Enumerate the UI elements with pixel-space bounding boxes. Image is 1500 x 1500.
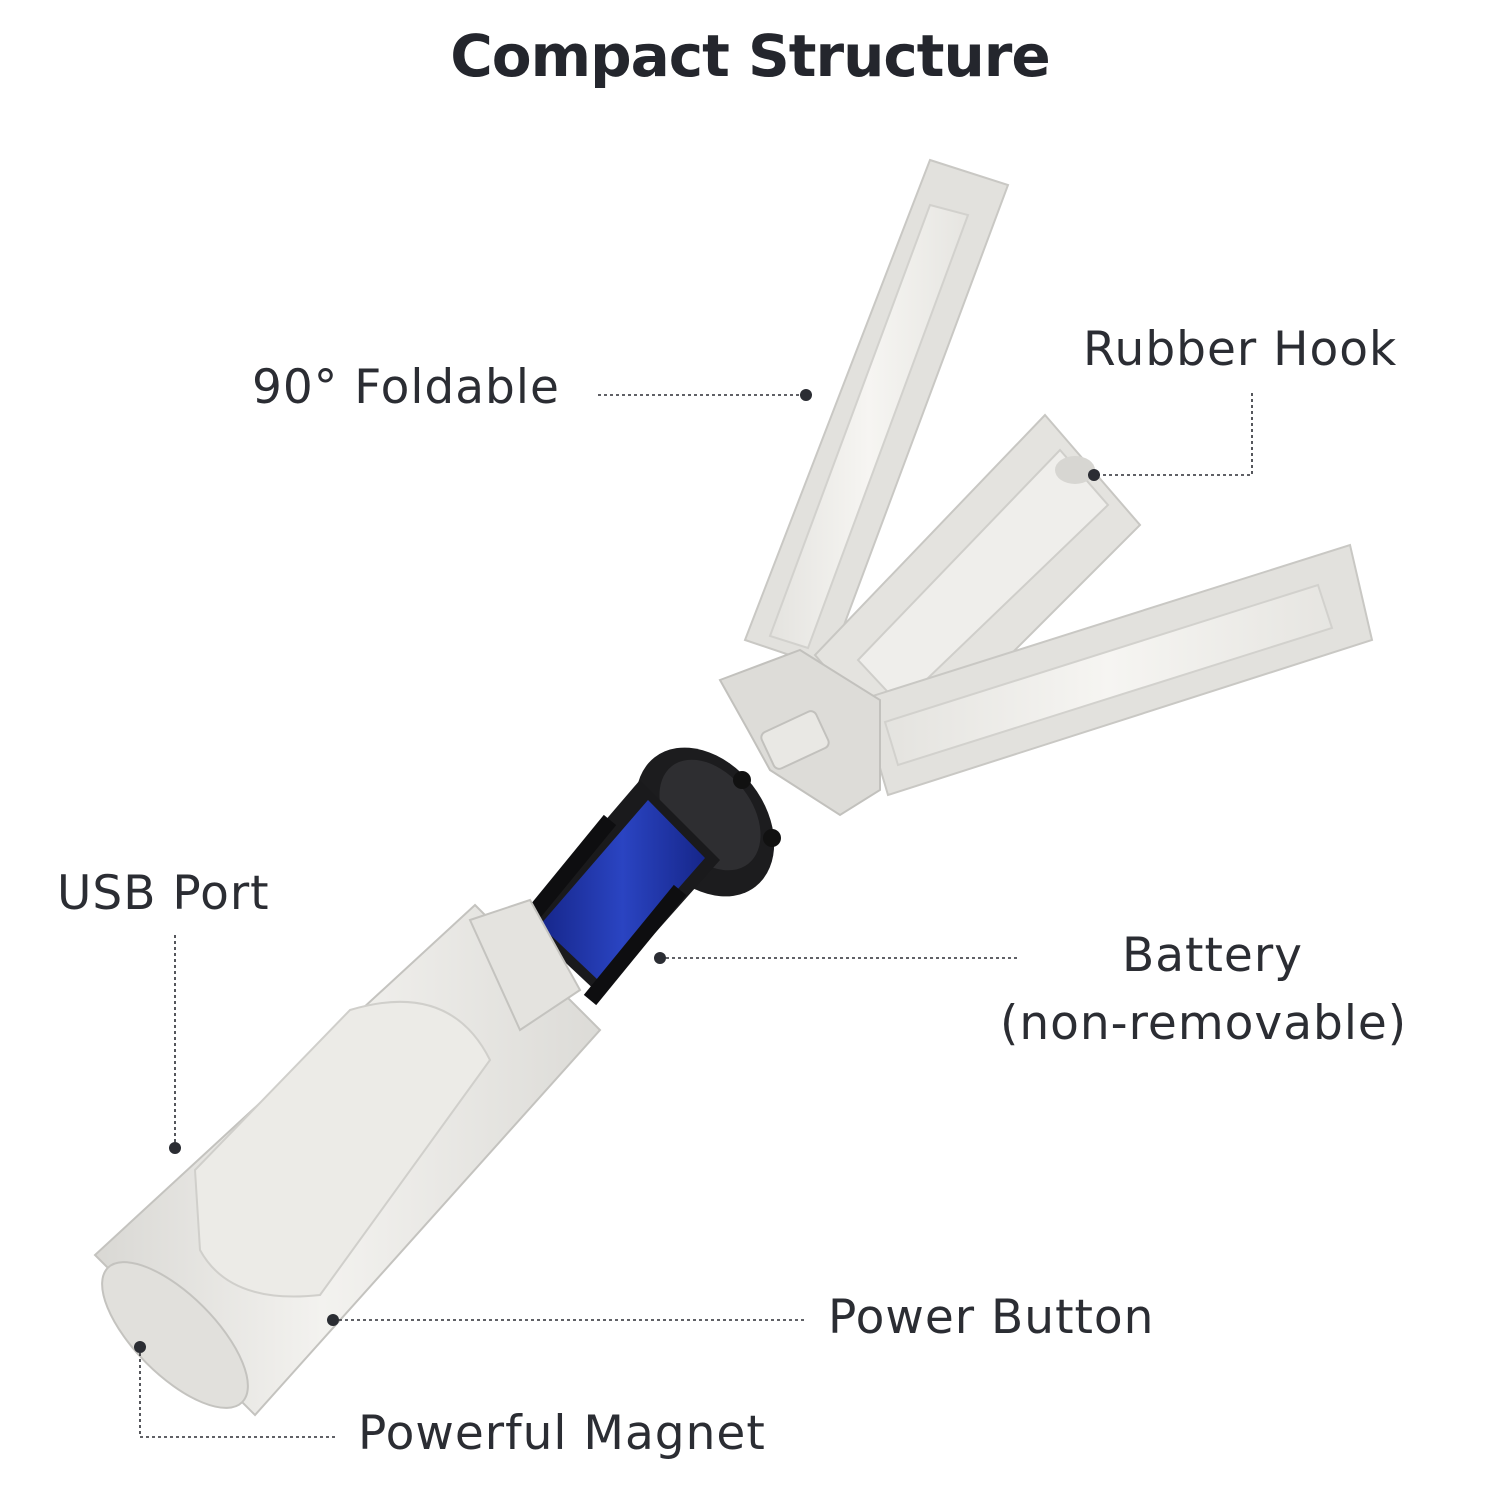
right-arm: [858, 543, 1374, 797]
label-foldable: 90° Foldable: [252, 360, 560, 415]
handle-body: [93, 898, 602, 1417]
magnet-leader: [139, 1347, 336, 1438]
label-battery-note: (non-removable): [1000, 996, 1408, 1051]
rubber-hook-arm: [813, 413, 1142, 762]
rubber-hook-dot: [1088, 469, 1100, 481]
rubber-hook-leader: [1095, 393, 1253, 476]
label-rubber-hook: Rubber Hook: [1083, 322, 1398, 377]
label-usb-port: USB Port: [57, 866, 270, 921]
leader-dots: [134, 389, 1100, 1353]
foldable-dot: [800, 389, 812, 401]
magnet-dot: [134, 1341, 146, 1353]
battery-dot: [654, 952, 666, 964]
page-title: Compact Structure: [450, 22, 1051, 90]
leader-lines: [139, 393, 1253, 1438]
power-dot: [327, 1314, 339, 1326]
label-power-button: Power Button: [828, 1290, 1155, 1345]
hinge-hub: [718, 648, 881, 817]
label-magnet: Powerful Magnet: [358, 1406, 766, 1461]
label-battery: Battery: [1122, 928, 1303, 983]
usb-dot: [169, 1142, 181, 1154]
